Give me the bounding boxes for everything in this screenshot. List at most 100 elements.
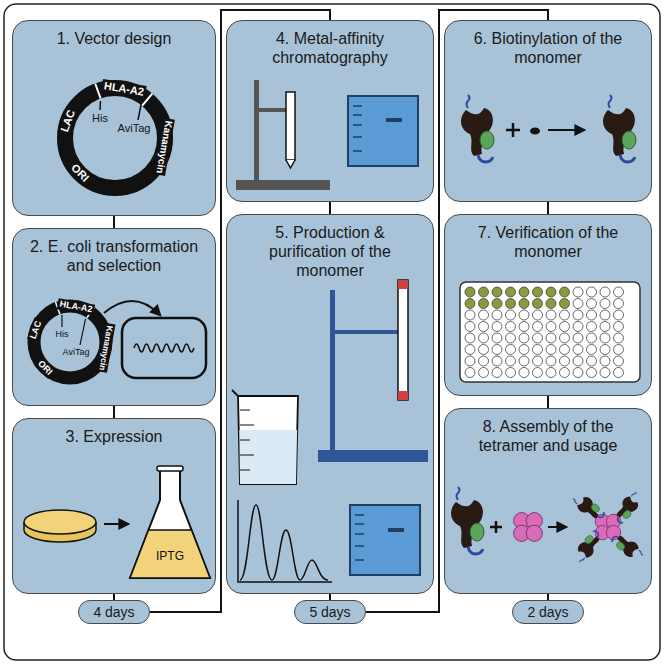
well <box>614 322 624 332</box>
well <box>587 368 597 378</box>
flow-connector <box>329 202 331 214</box>
flask <box>130 466 210 578</box>
well <box>560 310 570 320</box>
illustration-part <box>398 391 408 400</box>
well <box>465 345 475 355</box>
well <box>519 287 529 297</box>
well <box>573 333 583 343</box>
illustration-part <box>461 95 494 162</box>
well <box>573 310 583 320</box>
well <box>560 322 570 332</box>
illustration-part <box>570 490 605 525</box>
well <box>614 356 624 366</box>
illustration-part <box>490 521 502 533</box>
illustration-part <box>130 470 210 578</box>
well <box>506 299 516 309</box>
illustration-part <box>353 106 362 151</box>
plasmid-element-label: Kanamycin <box>153 117 175 176</box>
illustration-part <box>157 466 183 471</box>
well <box>600 356 610 366</box>
illustration-part <box>254 80 259 180</box>
well <box>492 322 502 332</box>
well <box>546 310 556 320</box>
illustration-part <box>286 160 295 168</box>
plasmid-element-label: ORI <box>67 160 93 186</box>
illustration-part <box>238 500 332 582</box>
leader-line <box>99 101 101 110</box>
tetramer-assembly <box>451 487 646 565</box>
illustration-part <box>240 410 254 470</box>
petri-dish <box>24 510 96 542</box>
illustration-part <box>571 529 606 564</box>
step-panel: 1. Vector design <box>12 20 216 216</box>
well <box>492 345 502 355</box>
well <box>506 345 516 355</box>
purification-column <box>318 280 428 462</box>
part-label: IPTG <box>156 550 184 562</box>
well <box>546 356 556 366</box>
step-title: 2. E. coli transformation and selection <box>13 229 215 275</box>
well <box>479 310 489 320</box>
step-title: 5. Production & purification of the mono… <box>227 215 433 280</box>
well <box>506 356 516 366</box>
well <box>465 368 475 378</box>
transform-arrow <box>104 301 160 315</box>
plasmid-map <box>65 84 165 189</box>
illustration-part <box>334 330 398 334</box>
beaker <box>232 390 298 484</box>
well-plate <box>460 282 640 382</box>
sds-gel <box>348 96 418 166</box>
well <box>614 368 624 378</box>
illustration-part <box>24 522 96 542</box>
well <box>587 299 597 309</box>
lab-stand <box>236 80 330 190</box>
well <box>519 345 529 355</box>
sds-gel <box>350 505 420 575</box>
well <box>533 333 543 343</box>
illustration-part <box>460 282 640 382</box>
well <box>600 287 610 297</box>
well <box>519 333 529 343</box>
illustration-part <box>95 84 100 99</box>
duration-pill: 4 days <box>78 600 150 624</box>
illustration-part <box>232 390 238 396</box>
step-title: 1. Vector design <box>13 21 215 48</box>
well <box>465 299 475 309</box>
well <box>560 345 570 355</box>
step-panel: 7. Verification of the monomer <box>444 214 652 396</box>
illustration-part <box>236 180 330 190</box>
well <box>560 287 570 297</box>
well <box>560 333 570 343</box>
well <box>492 356 502 366</box>
well <box>600 310 610 320</box>
illustration-part <box>238 396 298 484</box>
illustration-part <box>122 318 206 378</box>
well <box>479 299 489 309</box>
well <box>519 299 529 309</box>
well <box>546 299 556 309</box>
step-title: 3. Expression <box>13 419 215 446</box>
well <box>600 345 610 355</box>
illustration-part <box>548 526 566 528</box>
step-panel: 4. Metal-affinity chromatography <box>226 20 434 202</box>
step-title: 5 days <box>309 604 350 620</box>
well <box>533 287 543 297</box>
illustration-part <box>318 450 428 462</box>
well <box>560 356 570 366</box>
step-panel: 2. E. coli transformation and selection <box>12 228 216 406</box>
plasmid-element-label: HLA-A2 <box>57 298 95 315</box>
step-title: 6. Biotinylation of the monomer <box>445 21 651 67</box>
well <box>573 322 583 332</box>
well <box>465 310 475 320</box>
well <box>519 368 529 378</box>
well <box>600 322 610 332</box>
duration-pill: 5 days <box>294 600 366 624</box>
part-label: AviTag <box>118 123 151 134</box>
plasmid-element-label: HLA-A2 <box>101 79 147 99</box>
illustration-part <box>286 92 295 160</box>
illustration-part <box>570 489 645 564</box>
illustration-part <box>398 280 408 289</box>
chromatogram <box>238 500 332 582</box>
well <box>465 356 475 366</box>
well <box>519 310 529 320</box>
